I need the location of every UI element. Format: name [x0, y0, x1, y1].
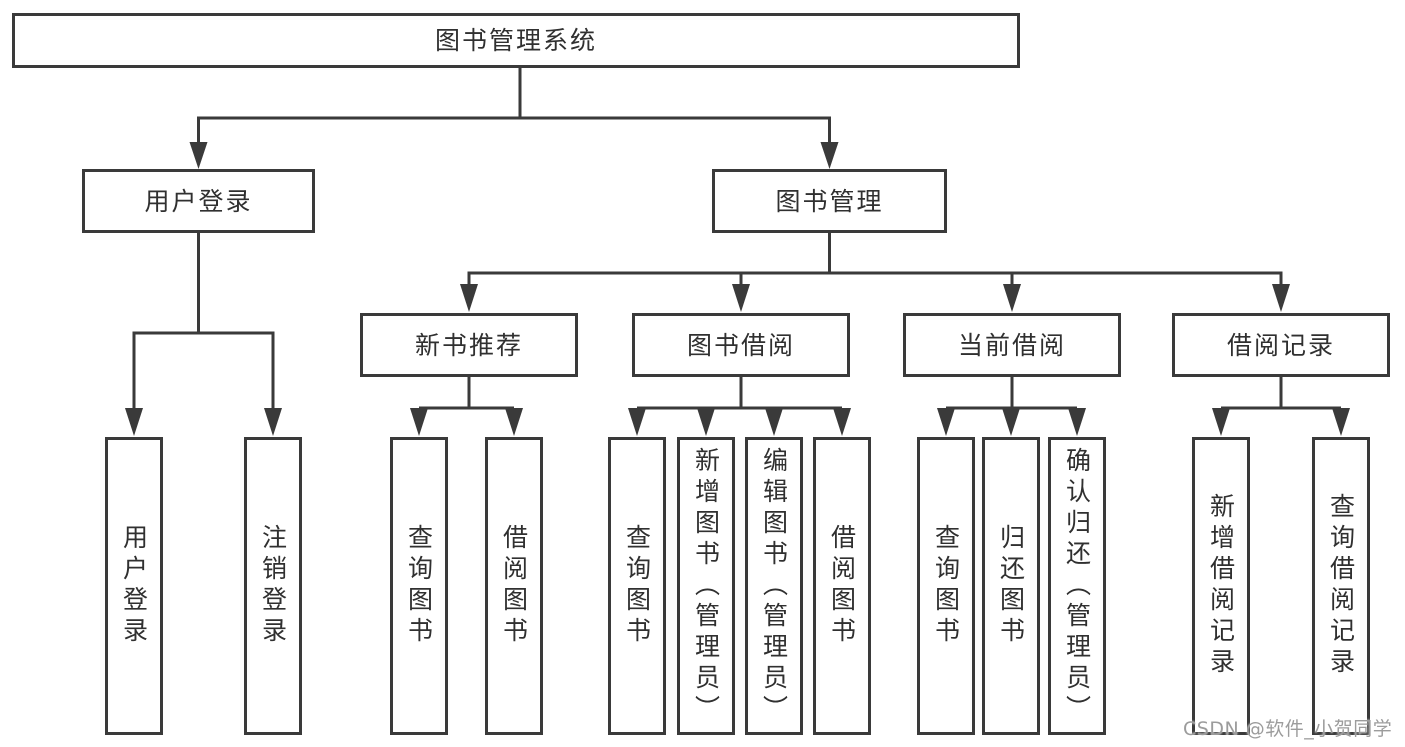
arrowheads: [125, 142, 1350, 436]
leaf-borrow-books-2: 借阅图书: [813, 437, 871, 735]
node-current-borrowing: 当前借阅: [903, 313, 1121, 377]
arrowhead-icon: [1332, 408, 1350, 436]
arrowhead-icon: [1003, 284, 1021, 312]
leaf-label: 借阅图书: [827, 524, 857, 648]
node-borrowing-records: 借阅记录: [1172, 313, 1390, 377]
arrowhead-icon: [1272, 284, 1290, 312]
leaf-label: 查询借阅记录: [1326, 493, 1356, 679]
node-label: 图书管理系统: [434, 26, 597, 55]
leaf-label: 用户登录: [119, 524, 149, 648]
arrowhead-icon: [264, 408, 282, 436]
leaf-confirm-return-admin: 确认归还（管理员）: [1048, 437, 1106, 735]
arrowhead-icon: [125, 408, 143, 436]
arrowhead-icon: [820, 142, 839, 169]
arrowhead-icon: [1068, 408, 1086, 436]
leaf-label: 查询图书: [622, 524, 652, 648]
node-label: 借阅记录: [1226, 330, 1335, 360]
node-book-borrowing: 图书借阅: [632, 313, 850, 377]
arrowhead-icon: [460, 284, 478, 312]
leaf-return-book: 归还图书: [982, 437, 1040, 735]
leaf-add-borrow-record: 新增借阅记录: [1192, 437, 1250, 735]
arrowhead-icon: [410, 408, 428, 436]
leaf-label: 查询图书: [404, 524, 434, 648]
leaf-query-books-1: 查询图书: [390, 437, 448, 735]
leaf-query-books-3: 查询图书: [917, 437, 975, 735]
arrowhead-icon: [765, 408, 783, 436]
leaf-borrow-books-1: 借阅图书: [485, 437, 543, 735]
leaf-label: 注销登录: [258, 524, 288, 648]
leaf-add-book-admin: 新增图书（管理员）: [677, 437, 735, 735]
leaf-label: 确认归还（管理员）: [1062, 446, 1092, 726]
leaf-user-login: 用户登录: [105, 437, 163, 735]
arrowhead-icon: [1002, 408, 1020, 436]
arrowhead-icon: [833, 408, 851, 436]
arrowhead-icon: [505, 408, 523, 436]
node-book-management: 图书管理: [712, 169, 947, 233]
arrowhead-icon: [937, 408, 955, 436]
arrowhead-icon: [697, 408, 715, 436]
arrowhead-icon: [628, 408, 646, 436]
node-label: 图书管理: [775, 186, 884, 216]
arrowhead-icon: [732, 284, 750, 312]
leaf-label: 借阅图书: [499, 524, 529, 648]
leaf-label: 查询图书: [931, 524, 961, 648]
node-user-login: 用户登录: [82, 169, 315, 233]
node-library-management-system: 图书管理系统: [12, 13, 1020, 68]
watermark: CSDN @软件_小贺同学: [1183, 718, 1393, 740]
arrowhead-icon: [1212, 408, 1230, 436]
leaf-query-books-2: 查询图书: [608, 437, 666, 735]
leaf-logout: 注销登录: [244, 437, 302, 735]
arrowhead-icon: [189, 142, 208, 169]
leaf-edit-book-admin: 编辑图书（管理员）: [745, 437, 803, 735]
node-label: 新书推荐: [414, 330, 523, 360]
leaf-label: 归还图书: [996, 524, 1026, 648]
leaf-query-borrow-record: 查询借阅记录: [1312, 437, 1370, 735]
leaf-label: 新增图书（管理员）: [691, 446, 721, 726]
leaf-label: 编辑图书（管理员）: [759, 446, 789, 726]
node-label: 图书借阅: [686, 330, 795, 360]
leaf-label: 新增借阅记录: [1206, 493, 1236, 679]
node-label: 用户登录: [144, 186, 253, 216]
node-label: 当前借阅: [957, 330, 1066, 360]
node-new-book-recommendation: 新书推荐: [360, 313, 578, 377]
